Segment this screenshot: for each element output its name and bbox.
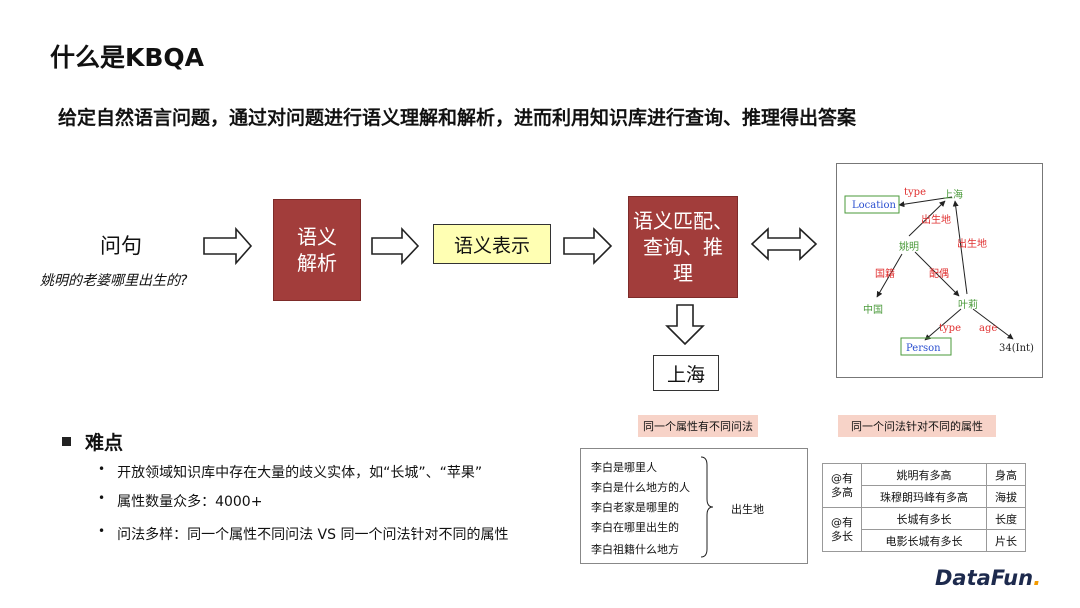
question-variant: 李白是什么地方的人 (591, 481, 690, 494)
bullet-dot-icon: • (98, 524, 106, 538)
node-person: Person (906, 343, 941, 354)
logo-dot: . (1033, 566, 1042, 590)
pattern-cell: @有多长 (822, 507, 862, 552)
arrow-double (750, 227, 818, 261)
difficulties-heading: 难点 (62, 428, 123, 455)
difficulty-text: 问法多样：同一个属性不同问法 VS 同一个问法针对不同的属性 (117, 527, 509, 543)
semantic-representation-box: 语义表示 (433, 224, 551, 264)
node-yeli: 叶莉 (958, 299, 978, 311)
edge-age (972, 308, 1014, 340)
brace-icon (700, 456, 714, 558)
edge-birthplace2 (952, 200, 968, 295)
edge-label-type2: type (939, 323, 961, 334)
edge-label-age: age (979, 323, 997, 334)
node-age-value: 34(Int) (999, 343, 1034, 354)
question-variant: 李白祖籍什么地方 (591, 543, 679, 556)
question-variant: 李白老家是哪里的 (591, 501, 679, 514)
arrow-right-2 (371, 226, 420, 266)
right-example-tag: 同一个问法针对不同的属性 (838, 415, 996, 437)
left-example-answer: 出生地 (731, 503, 764, 516)
edge-type1 (898, 196, 953, 208)
edge-nationality (876, 253, 903, 298)
edge-label-birthplace1: 出生地 (921, 213, 951, 226)
semantic-parsing-box: 语义解析 (273, 199, 361, 301)
knowledge-graph: Location 上海 姚明 中国 叶莉 Person 34(Int) type… (844, 187, 1034, 356)
matching-box: 语义匹配、 查询、推 理 (628, 196, 738, 298)
right-example-table: @有多高 姚明有多高 身高 珠穆朗玛峰有多高 海拔 @有多长 长城有多长 长度 … (822, 463, 1026, 552)
difficulties-heading-text: 难点 (85, 432, 124, 454)
edge-spouse (914, 251, 960, 297)
semantic-parsing-line1: 语义 (297, 225, 337, 249)
edge-birthplace1 (908, 200, 946, 237)
datafun-logo: DataFun. (935, 566, 1041, 590)
node-china: 中国 (863, 303, 883, 316)
bullet-dot-icon: • (98, 462, 106, 476)
node-location: Location (852, 200, 896, 211)
question-variant: 李白是哪里人 (591, 461, 657, 474)
table-row: 电影长城有多长 片长 (823, 529, 1026, 552)
semantic-parsing-line2: 解析 (297, 251, 337, 275)
node-shanghai: 上海 (943, 188, 963, 201)
edge-label-spouse: 配偶 (929, 267, 949, 280)
edge-label-type1: type (904, 187, 926, 198)
edge-type2 (924, 308, 962, 341)
node-yaoming: 姚明 (899, 240, 919, 253)
difficulty-item: • 问法多样：同一个属性不同问法 VS 同一个问法针对不同的属性 (98, 524, 508, 544)
question-cell: 珠穆朗玛峰有多高 (861, 485, 987, 508)
difficulty-text: 属性数量众多：4000+ (117, 494, 263, 510)
arrow-right-3 (563, 227, 613, 265)
left-example-frame: 李白是哪里人 李白是什么地方的人 李白老家是哪里的 李白在哪里出生的 李白祖籍什… (580, 448, 808, 564)
knowledge-graph-frame: Location 上海 姚明 中国 叶莉 Person 34(Int) type… (836, 163, 1043, 378)
arrow-right-1 (203, 226, 253, 266)
question-variant: 李白在哪里出生的 (591, 521, 679, 534)
question-cell: 姚明有多高 (861, 463, 987, 486)
bullet-dot-icon: • (98, 491, 106, 505)
matching-line3: 理 (673, 261, 693, 285)
question-cell: 长城有多长 (861, 507, 987, 530)
attribute-cell: 片长 (986, 529, 1026, 552)
difficulty-item: • 属性数量众多：4000+ (98, 491, 262, 511)
pattern-cell: @有多高 (822, 463, 862, 508)
question-label: 问句 (100, 234, 142, 258)
table-row: @有多长 长城有多长 长度 (822, 507, 1026, 552)
example-question: 姚明的老婆哪里出生的? (40, 273, 188, 289)
edge-label-birthplace2: 出生地 (957, 237, 987, 250)
logo-text: DataFun (935, 566, 1034, 590)
attribute-cell: 长度 (986, 507, 1026, 530)
attribute-cell: 海拔 (986, 485, 1026, 508)
arrow-down (665, 304, 705, 346)
difficulty-item: • 开放领域知识库中存在大量的歧义实体，如“长城”、“苹果” (98, 462, 482, 482)
matching-line2: 查询、推 (643, 235, 723, 259)
edge-label-nationality: 国籍 (875, 267, 895, 280)
square-bullet-icon (62, 437, 71, 446)
attribute-cell: 身高 (986, 463, 1026, 486)
answer-box: 上海 (653, 355, 719, 391)
table-row: @有多高 姚明有多高 身高 (822, 463, 1026, 508)
left-example-tag: 同一个属性有不同问法 (638, 415, 758, 437)
difficulty-text: 开放领域知识库中存在大量的歧义实体，如“长城”、“苹果” (117, 465, 483, 481)
matching-line1: 语义匹配、 (633, 209, 733, 233)
question-cell: 电影长城有多长 (861, 529, 987, 552)
page-subtitle: 给定自然语言问题，通过对问题进行语义理解和解析，进而利用知识库进行查询、推理得出… (58, 107, 857, 129)
page-title: 什么是KBQA (50, 43, 205, 72)
